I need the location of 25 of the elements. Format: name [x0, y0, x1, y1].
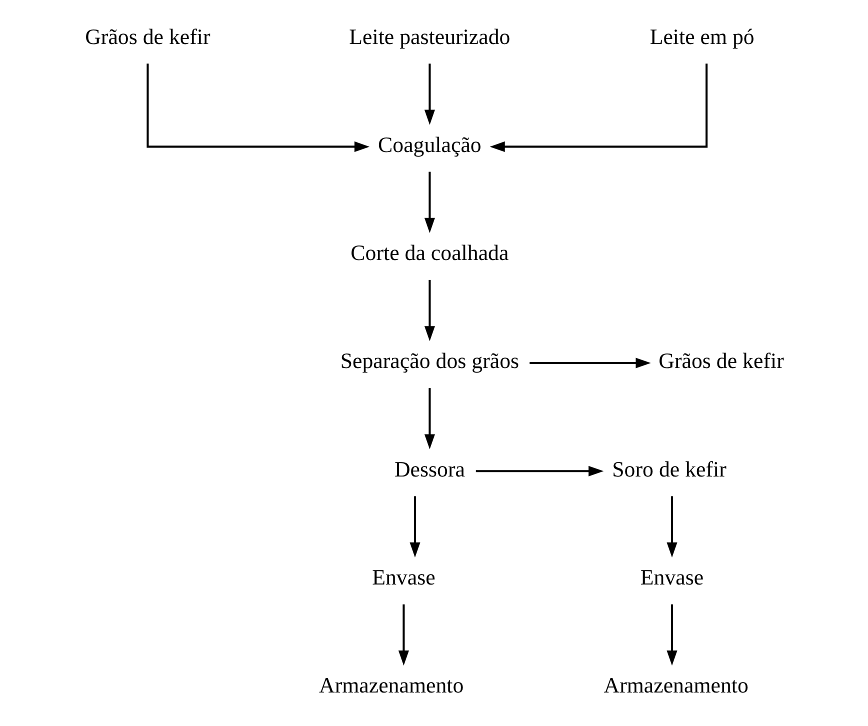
arrow [398, 604, 408, 666]
node-text: Envase [372, 564, 435, 590]
arrow [146, 64, 370, 152]
arrow [666, 496, 677, 558]
arrow [424, 172, 434, 234]
arrow [666, 604, 677, 666]
node-text: Leite em pó [649, 24, 754, 49]
node-text: Dessora [394, 456, 464, 482]
node-text: Corte da coalhada [350, 240, 508, 266]
node-text: Grãos de kefir [658, 348, 784, 374]
node-text: Leite pasteurizado [348, 24, 510, 49]
node-text: Grãos de kefir [84, 24, 210, 49]
arrow [424, 388, 434, 450]
arrow [489, 64, 708, 152]
node-text: Coagulação [378, 132, 481, 157]
arrow [409, 496, 420, 558]
arrow [424, 64, 434, 125]
node-text: Envase [640, 564, 704, 590]
arrow [529, 358, 650, 368]
node-text: Armazenamento [318, 672, 464, 698]
node-text: Armazenamento [603, 672, 748, 698]
node-text: Soro de kefir [612, 456, 726, 482]
node-text: Separação dos grãos [340, 348, 519, 374]
arrow [475, 466, 604, 476]
arrow [424, 280, 434, 342]
